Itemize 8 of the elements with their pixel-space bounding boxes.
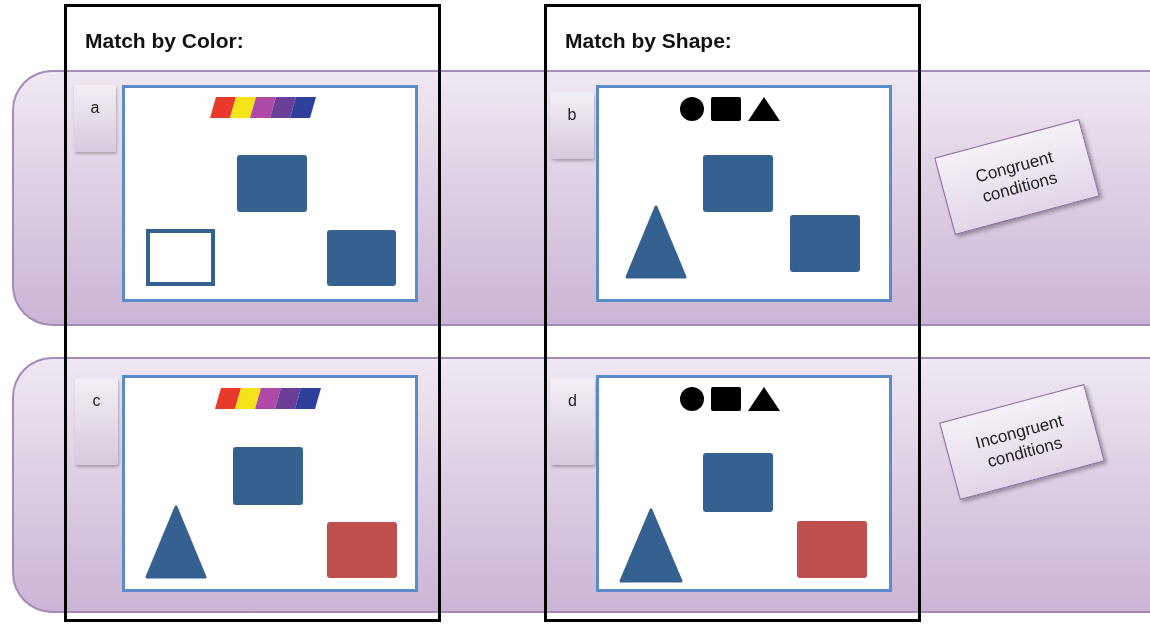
column-heading: Match by Shape: bbox=[565, 29, 732, 53]
panel-letter-tab: a bbox=[74, 85, 116, 152]
column-frame bbox=[544, 4, 921, 622]
panel-letter-tab: c bbox=[75, 378, 118, 465]
column-heading: Match by Color: bbox=[85, 29, 244, 53]
panel-letter-tab: b bbox=[550, 92, 594, 159]
column-frame bbox=[64, 4, 441, 622]
panel-letter-tab: d bbox=[550, 378, 595, 465]
